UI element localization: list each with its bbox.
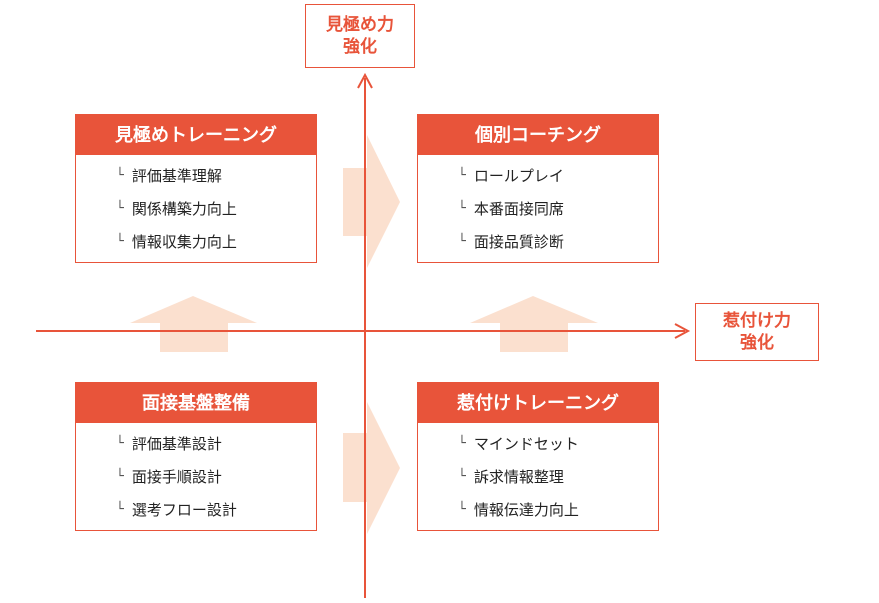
list-item: └ 面接手順設計 — [116, 464, 222, 488]
item-marker-icon: └ — [458, 468, 466, 484]
item-marker-icon: └ — [458, 233, 466, 249]
vertical-axis-label: 見極め力 強化 — [305, 4, 415, 68]
list-item: └ 面接品質診断 — [458, 229, 564, 253]
list-item: └ マインドセット — [458, 431, 579, 455]
quadrant-top-left-list: └ 評価基準理解 └ 関係構築力向上 └ 情報収集力向上 — [75, 154, 317, 263]
list-item-label: 情報収集力向上 — [131, 232, 237, 251]
right-arrow-top-icon — [343, 135, 400, 268]
horizontal-axis-label: 惹付け力 強化 — [695, 303, 819, 361]
list-item-label: 面接品質診断 — [473, 232, 564, 251]
horizontal-axis-label-line1: 惹付け力 — [723, 311, 791, 331]
item-marker-icon: └ — [116, 167, 124, 183]
list-item: └ 本番面接同席 — [458, 196, 564, 220]
quadrant-top-right-title: 個別コーチング — [417, 114, 659, 154]
list-item: └ 関係構築力向上 — [116, 196, 237, 220]
list-item-label: マインドセット — [473, 434, 579, 453]
list-item-label: ロールプレイ — [473, 166, 564, 185]
item-marker-icon: └ — [116, 501, 124, 517]
item-marker-icon: └ — [116, 200, 124, 216]
quadrant-bottom-left-title: 面接基盤整備 — [75, 382, 317, 422]
list-item: └ 評価基準設計 — [116, 431, 222, 455]
list-item-label: 評価基準理解 — [131, 166, 222, 185]
horizontal-axis-arrowhead-icon — [674, 323, 691, 339]
item-marker-icon: └ — [116, 435, 124, 451]
right-arrow-bottom-icon — [343, 402, 400, 534]
list-item-label: 本番面接同席 — [473, 199, 564, 218]
list-item: └ 訴求情報整理 — [458, 464, 564, 488]
list-item-label: 選考フロー設計 — [131, 500, 237, 519]
item-marker-icon: └ — [458, 501, 466, 517]
list-item: └ 情報伝達力向上 — [458, 497, 579, 521]
item-marker-icon: └ — [458, 167, 466, 183]
horizontal-axis-label-line2: 強化 — [740, 333, 774, 353]
vertical-axis-arrowhead-icon — [357, 72, 373, 89]
list-item-label: 情報伝達力向上 — [473, 500, 579, 519]
list-item: └ ロールプレイ — [458, 163, 564, 187]
list-item: └ 評価基準理解 — [116, 163, 222, 187]
list-item-label: 面接手順設計 — [131, 467, 222, 486]
item-marker-icon: └ — [116, 468, 124, 484]
list-item-label: 評価基準設計 — [131, 434, 222, 453]
item-marker-icon: └ — [116, 233, 124, 249]
quadrant-top-right-list: └ ロールプレイ └ 本番面接同席 └ 面接品質診断 — [417, 154, 659, 263]
quadrant-bottom-right-list: └ マインドセット └ 訴求情報整理 └ 情報伝達力向上 — [417, 422, 659, 531]
item-marker-icon: └ — [458, 200, 466, 216]
quadrant-bottom-left-list: └ 評価基準設計 └ 面接手順設計 └ 選考フロー設計 — [75, 422, 317, 531]
list-item-label: 訴求情報整理 — [473, 467, 564, 486]
up-arrow-right-icon — [470, 296, 598, 352]
list-item-label: 関係構築力向上 — [131, 199, 237, 218]
quadrant-top-left-title: 見極めトレーニング — [75, 114, 317, 154]
up-arrow-left-icon — [130, 296, 257, 352]
vertical-axis-label-line2: 強化 — [343, 37, 377, 57]
quadrant-bottom-right-title: 惹付けトレーニング — [417, 382, 659, 422]
list-item: └ 選考フロー設計 — [116, 497, 237, 521]
vertical-axis-label-line1: 見極め力 — [326, 15, 394, 35]
item-marker-icon: └ — [458, 435, 466, 451]
list-item: └ 情報収集力向上 — [116, 229, 237, 253]
